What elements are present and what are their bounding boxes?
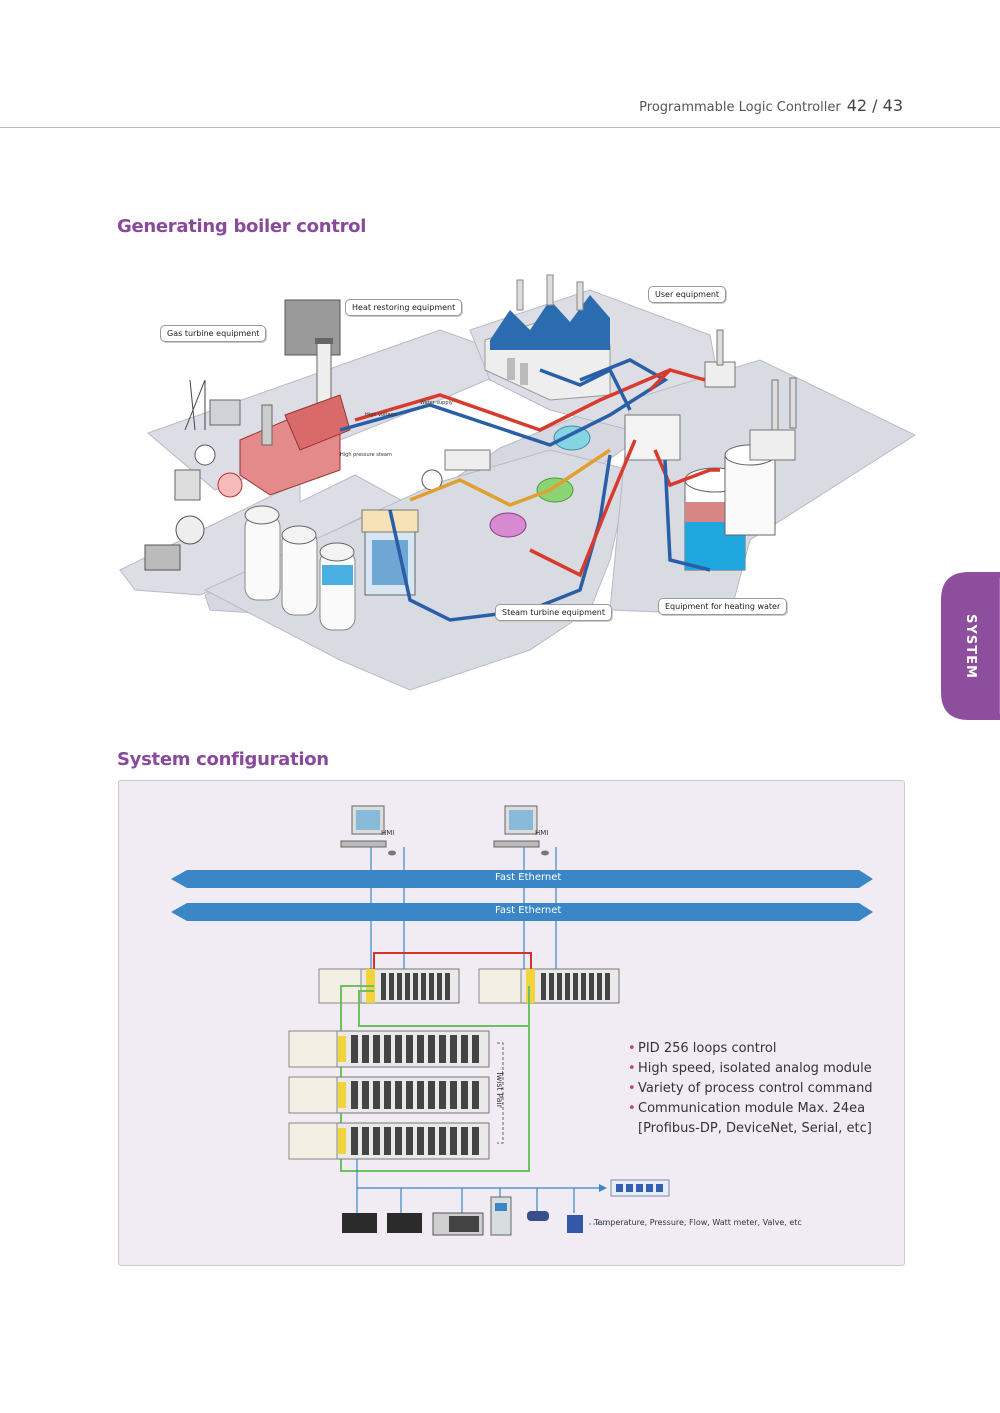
document-title: Programmable Logic Controller xyxy=(639,100,841,115)
redundancy-link xyxy=(373,952,532,971)
system-configuration-panel: HMI HMI Fast Ethernet Fast Ethernet Twis… xyxy=(118,780,905,1266)
header-rule xyxy=(0,127,1000,128)
fieldbus-lines xyxy=(340,985,530,1172)
fast-ethernet-label-2: Fast Ethernet xyxy=(495,905,562,916)
callout-heating-water: Equipment for heating water xyxy=(658,598,788,615)
feature-item-continuation: [Profibus-DP, DeviceNet, Serial, etc] xyxy=(638,1121,872,1136)
expansion-rack-3 xyxy=(288,1122,490,1160)
fast-ethernet-bar-2 xyxy=(171,903,873,921)
side-tab-label: SYSTEM xyxy=(963,613,979,679)
field-device-valve xyxy=(567,1215,607,1233)
plc-rack-main-2 xyxy=(478,968,620,1004)
expansion-rack-2 xyxy=(288,1076,490,1114)
twist-pair-label: Twist Pair xyxy=(495,1071,504,1109)
fast-ethernet-bar-1 xyxy=(171,870,873,888)
cooling-towers xyxy=(244,505,356,631)
boiler-diagram xyxy=(119,274,917,691)
field-device-sensor xyxy=(527,1211,549,1221)
hmi-workstation-1 xyxy=(340,805,396,856)
factory-building xyxy=(484,274,611,401)
expansion-rack-1 xyxy=(288,1030,490,1068)
fast-ethernet-label-1: Fast Ethernet xyxy=(495,872,562,883)
side-tab-shape xyxy=(941,572,1000,720)
feature-item: PID 256 loops control xyxy=(628,1039,873,1059)
network-diagram xyxy=(171,805,873,1236)
feature-item: Communication module Max. 24ea xyxy=(628,1099,873,1119)
callout-user-equipment: User equipment xyxy=(648,286,727,303)
config-section-title: System configuration xyxy=(117,749,329,770)
hmi-workstation-2 xyxy=(493,805,549,856)
callout-gas-turbine: Gas turbine equipment xyxy=(160,325,267,342)
header-title: Programmable Logic Controller 42 / 43 xyxy=(639,96,903,115)
boiler-section-title: Generating boiler control xyxy=(117,216,367,237)
label-water-supply: Water supply xyxy=(420,400,453,406)
field-device-3 xyxy=(432,1212,484,1236)
hmi-label-1: HMI xyxy=(381,829,395,837)
gas-turbine-equipment xyxy=(144,299,351,571)
field-device-inverter xyxy=(490,1196,512,1236)
field-devices-label: Temperature, Pressure, Flow, Watt meter,… xyxy=(594,1218,802,1227)
callout-heat-restoring: Heat restoring equipment xyxy=(345,299,463,316)
steam-turbine-equipment xyxy=(361,449,491,596)
field-device-1 xyxy=(342,1213,377,1233)
feature-item: Variety of process control command xyxy=(628,1079,873,1099)
callout-steam-turbine: Steam turbine equipment xyxy=(495,604,612,621)
feature-list: PID 256 loops control High speed, isolat… xyxy=(628,1039,873,1139)
page-number: 42 / 43 xyxy=(846,96,903,115)
label-high-pressure-steam: High pressure steam xyxy=(340,452,392,458)
side-tab-system[interactable]: SYSTEM xyxy=(941,572,1000,720)
label-high-voltage: High voltage xyxy=(365,412,397,418)
feature-item: High speed, isolated analog module xyxy=(628,1059,873,1079)
hmi-label-2: HMI xyxy=(535,829,549,837)
twist-pair-bracket xyxy=(497,1042,504,1144)
device-network xyxy=(356,1159,607,1213)
field-device-2 xyxy=(387,1213,422,1233)
